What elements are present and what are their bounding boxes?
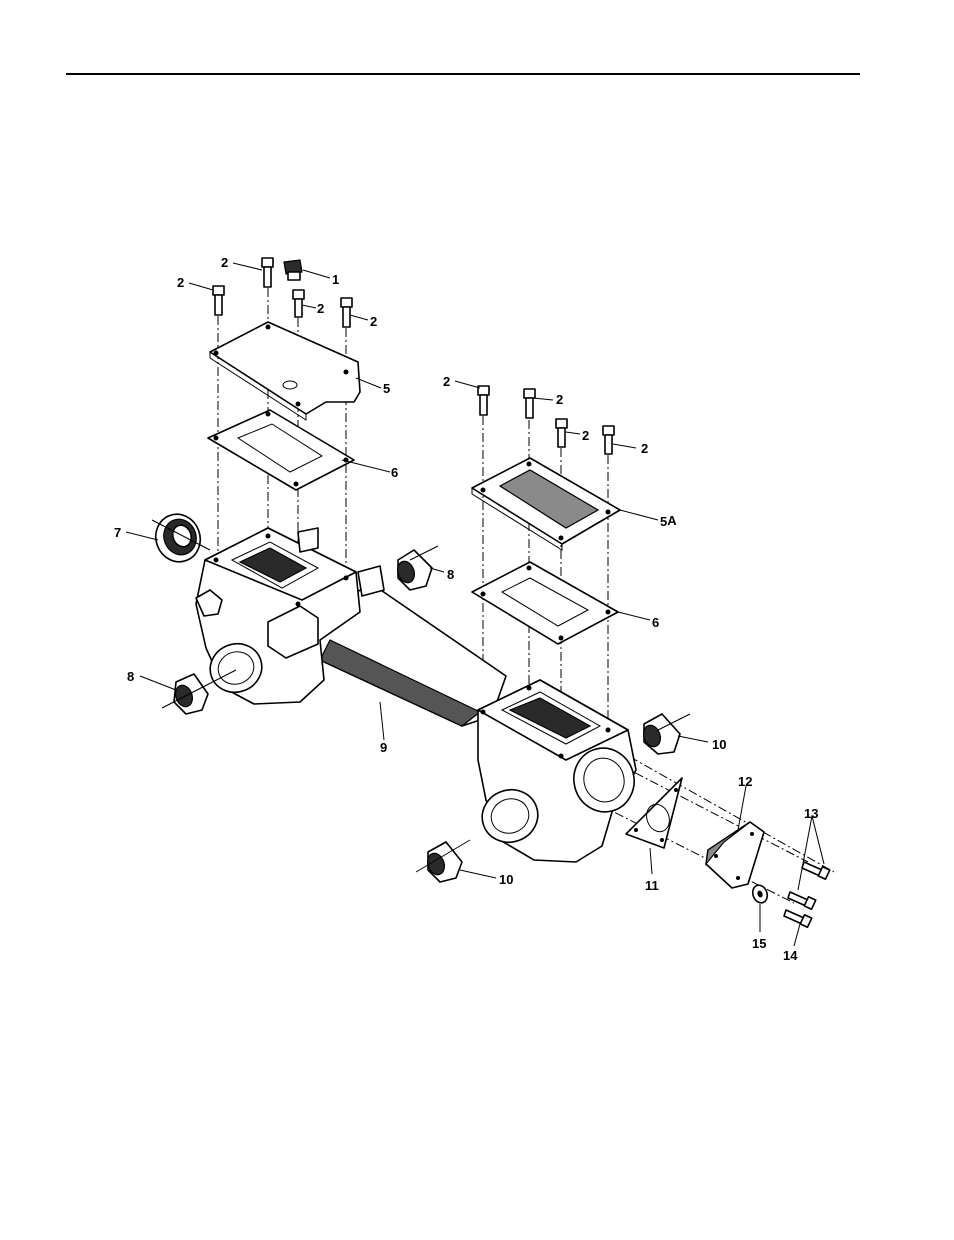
callout-10: 10 [712, 737, 726, 752]
callout-10: 10 [499, 872, 513, 887]
callout-6: 6 [652, 615, 659, 630]
callout-8: 8 [127, 669, 134, 684]
oil-seal-7 [149, 508, 207, 568]
cover-plate-5a [472, 458, 620, 550]
bolt [603, 426, 614, 454]
bearing-cup-8-upper [395, 550, 432, 590]
cap-screw-14 [784, 910, 812, 927]
bolt [556, 419, 567, 447]
cap-screw-13b [788, 892, 816, 909]
lock-washer-15 [750, 883, 769, 905]
bearing-cup-10-right [641, 714, 680, 754]
flange-gasket-11 [626, 778, 682, 848]
plug [284, 260, 302, 280]
gasket-left [208, 410, 354, 490]
end-cover-12 [706, 822, 764, 888]
callout-2: 2 [641, 441, 648, 456]
callout-5a: 5A [660, 513, 677, 529]
callout-12: 12 [738, 774, 752, 789]
bolt [478, 386, 489, 415]
callout-5a-number: 5 [660, 514, 667, 529]
cover-plate [210, 322, 360, 420]
cap-screw-13a [802, 862, 830, 879]
gasket-right [472, 562, 618, 644]
callout-8: 8 [447, 567, 454, 582]
callout-2: 2 [556, 392, 563, 407]
callout-2: 2 [221, 255, 228, 270]
bolt [524, 389, 535, 418]
callout-11: 11 [645, 878, 659, 893]
callout-5a-suffix: A [667, 513, 677, 528]
callout-1: 1 [332, 272, 339, 287]
callout-14: 14 [783, 948, 798, 963]
callout-6: 6 [391, 465, 398, 480]
callout-9: 9 [380, 740, 387, 755]
bolt [341, 298, 352, 327]
callout-15: 15 [752, 936, 766, 951]
callout-2: 2 [443, 374, 450, 389]
bolt [213, 286, 224, 315]
callout-2: 2 [582, 428, 589, 443]
callout-2: 2 [177, 275, 184, 290]
callout-13: 13 [804, 806, 818, 821]
callout-2: 2 [317, 301, 324, 316]
callout-7: 7 [114, 525, 121, 540]
callout-2: 2 [370, 314, 377, 329]
bolt [262, 258, 273, 287]
bolt [293, 290, 304, 317]
callout-5: 5 [383, 381, 390, 396]
bearing-cup-8-lower [173, 674, 208, 714]
